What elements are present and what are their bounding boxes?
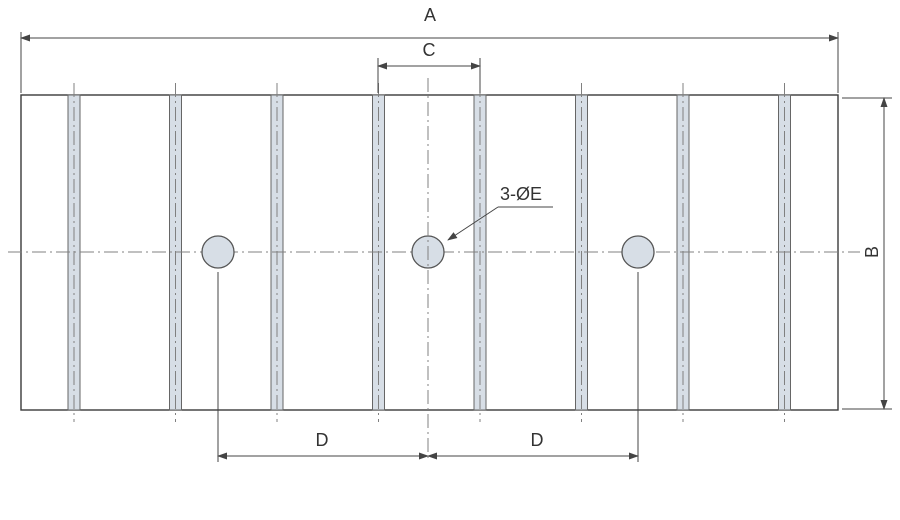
hole-left (201, 235, 235, 269)
dimension-label-d-right: D (531, 430, 544, 450)
hole-callout-label: 3-ØE (500, 184, 542, 204)
callout-leader-diagonal (447, 206, 499, 241)
dimension-label-d-left: D (316, 430, 329, 450)
dimension-label-b: B (862, 246, 882, 258)
hole-right (621, 235, 655, 269)
dimension-label-c: C (423, 40, 436, 60)
dimension-label-a: A (424, 5, 436, 25)
